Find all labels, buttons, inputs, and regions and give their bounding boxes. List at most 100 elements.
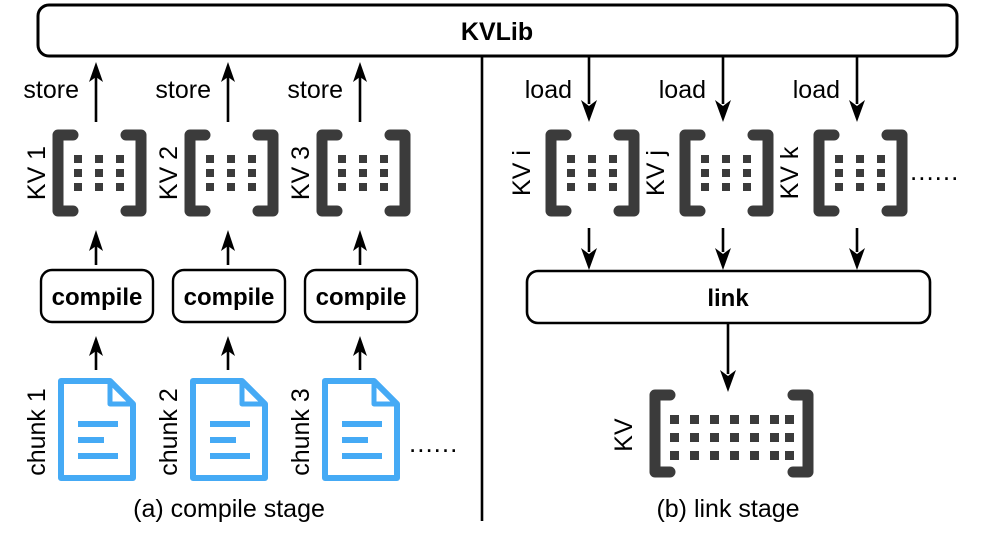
arrowhead-down-icon [849, 100, 865, 122]
kv-block-1: KV 1 [23, 129, 147, 217]
kv-cells-1 [74, 155, 124, 191]
document-line [210, 421, 250, 427]
kv-block-3: KV 3 [287, 129, 411, 217]
arrowhead-down-icon [581, 100, 597, 122]
document-line [210, 437, 236, 443]
arrowhead-up-icon [353, 336, 367, 356]
chunk-label-2: chunk 2 [155, 388, 183, 476]
arrowhead-down-icon [720, 370, 736, 392]
kv-block-i: KV i [508, 129, 640, 217]
store-arrow-label-2: store [155, 76, 211, 104]
compile-box-label-2: compile [184, 284, 275, 311]
arrowhead-up-icon [221, 62, 235, 82]
kv-block-k: KV k [776, 129, 908, 217]
kv-block-label-result: KV [610, 418, 638, 452]
kv-cells-k [835, 155, 885, 191]
compile-box-label-3: compile [316, 284, 407, 311]
compile-box-label-1: compile [52, 284, 143, 311]
kv-cells-result [670, 415, 794, 460]
link-box-label: link [707, 285, 749, 312]
kv-block-label-3: KV 3 [287, 146, 315, 200]
arrowhead-up-icon [89, 230, 103, 251]
store-arrow-label-3: store [287, 76, 343, 104]
store-arrow-1: store [23, 62, 103, 122]
kv-cells-3 [338, 155, 388, 191]
store-arrow-label-1: store [23, 76, 79, 104]
document-icon-1 [58, 378, 136, 481]
chunk-item-1: chunk 1 [23, 378, 136, 481]
document-fold-icon-3 [371, 381, 397, 407]
chunk-label-1: chunk 1 [23, 388, 51, 476]
document-fold-icon-1 [107, 381, 133, 407]
stage-caption-a: (a) compile stage [133, 495, 325, 523]
kv-cells-j [701, 155, 751, 191]
chunk-item-2: chunk 2 [155, 378, 268, 481]
bracket-left-icon [52, 129, 79, 217]
chunk-to-compile-arrow-3 [353, 336, 367, 370]
arrowhead-down-icon [715, 100, 731, 122]
kv-block-label-2: KV 2 [155, 146, 183, 200]
kv-to-link-arrow-3 [849, 228, 865, 270]
link-box[interactable]: link [525, 269, 932, 325]
chunk-ellipsis: ...... [409, 428, 458, 458]
document-line [210, 453, 250, 459]
load-arrow-label-1: load [525, 76, 572, 104]
arrowhead-down-icon [849, 248, 865, 270]
store-arrow-3: store [287, 62, 367, 122]
store-arrow-2: store [155, 62, 235, 122]
kvlib-label: KVLib [461, 18, 533, 46]
arrowhead-up-icon [89, 336, 103, 356]
kv-block-j: KV j [642, 129, 774, 217]
bracket-left-icon [184, 129, 211, 217]
load-arrow-label-3: load [793, 76, 840, 104]
document-line [342, 453, 382, 459]
compile-box-1[interactable]: compile [39, 268, 155, 324]
kv-to-link-arrow-1 [581, 228, 597, 270]
bracket-right-icon [120, 129, 147, 217]
kv-cells-2 [206, 155, 256, 191]
bracket-right-icon [252, 129, 279, 217]
load-arrow-1: load [525, 57, 597, 122]
kv-blocks-ellipsis: ...... [910, 156, 959, 186]
link-to-kv-arrow [720, 323, 736, 392]
document-line [78, 421, 118, 427]
bracket-right-icon [881, 129, 908, 217]
arrowhead-down-icon [715, 248, 731, 270]
chunk-to-compile-arrow-2 [221, 336, 235, 370]
arrowhead-up-icon [89, 62, 103, 82]
bracket-right-icon [613, 129, 640, 217]
kvlib-box: KVLib [36, 3, 959, 58]
document-line [78, 437, 104, 443]
bracket-left-icon [813, 129, 840, 217]
compile-box-2[interactable]: compile [171, 268, 287, 324]
kvlib-box-rect [36, 3, 959, 58]
kv-block-label-j: KV j [642, 150, 670, 196]
kv-block-label-1: KV 1 [23, 146, 51, 200]
load-arrow-label-2: load [659, 76, 706, 104]
document-icon-2 [190, 378, 268, 481]
arrowhead-up-icon [353, 62, 367, 82]
compile-to-kv-arrow-3 [353, 230, 367, 265]
document-icon-3 [322, 378, 400, 481]
compile-box-3[interactable]: compile [303, 268, 419, 324]
document-line [78, 453, 118, 459]
compile-to-kv-arrow-2 [221, 230, 235, 265]
kv-block-label-i: KV i [508, 150, 536, 196]
chunk-to-compile-arrow-1 [89, 336, 103, 370]
compile-box-rect-1[interactable] [39, 268, 155, 324]
bracket-left-icon [545, 129, 572, 217]
bracket-left-icon [316, 129, 343, 217]
chunk-label-3: chunk 3 [287, 388, 315, 476]
kv-block-label-k: KV k [776, 146, 804, 199]
kv-cells-i [567, 155, 617, 191]
arrowhead-up-icon [353, 230, 367, 251]
kv-to-link-arrow-2 [715, 228, 731, 270]
compile-box-rect-3[interactable] [303, 268, 419, 324]
bracket-right-icon [747, 129, 774, 217]
compile-box-rect-2[interactable] [171, 268, 287, 324]
bracket-right-icon [384, 129, 411, 217]
compile-to-kv-arrow-1 [89, 230, 103, 265]
bracket-left-icon [679, 129, 706, 217]
load-arrow-3: load [793, 57, 865, 122]
